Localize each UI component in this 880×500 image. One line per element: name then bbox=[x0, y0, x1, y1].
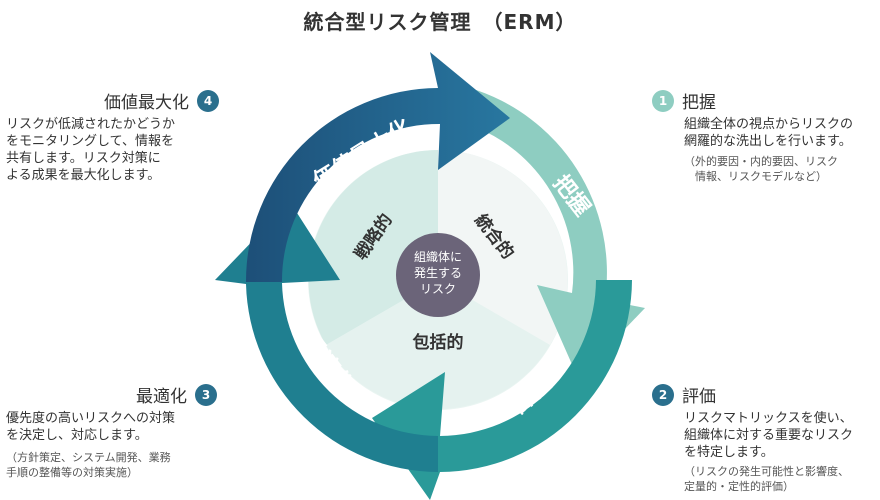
step-1-heading: 1 把握 bbox=[652, 88, 716, 113]
step-4-heading: 価値最大化 4 bbox=[104, 88, 219, 113]
step-4-title: 価値最大化 bbox=[104, 93, 189, 113]
page-title: 統合型リスク管理 （ERM） bbox=[303, 10, 577, 34]
step-2-title: 評価 bbox=[682, 387, 716, 407]
step-2-heading: 2 評価 bbox=[652, 382, 716, 407]
step-1-note: （外的要因・内的要因、リスク 情報、リスクモデルなど） bbox=[684, 155, 838, 183]
step-3-description: 優先度の高いリスクへの対策 を決定し、対応します。 bbox=[6, 411, 176, 443]
step-2-description: リスクマトリックスを使い、 組織体に対する重要なリスク を特定します。 bbox=[684, 411, 854, 460]
step-3-heading: 最適化 3 bbox=[136, 382, 217, 407]
step-1-title: 把握 bbox=[682, 93, 716, 113]
inner-label-comprehensive: 包括的 bbox=[413, 332, 464, 353]
step-3-title: 最適化 bbox=[136, 387, 187, 407]
step-4-badge: 4 bbox=[197, 89, 219, 112]
inner-sector-comprehensive bbox=[326, 280, 550, 409]
center-circle bbox=[396, 233, 480, 317]
center-label-line-3: リスク bbox=[420, 282, 456, 296]
step-4-description: リスクが低減されたかどうか をモニタリングして、情報を 共有します。リスク対策に… bbox=[6, 117, 176, 183]
step-3-badge: 3 bbox=[195, 383, 217, 406]
center-label-line-2: 発生する bbox=[414, 266, 462, 280]
arrow-maximize bbox=[245, 52, 510, 282]
step-2-badge: 2 bbox=[652, 383, 674, 406]
step-1-description: 組織全体の視点からリスクの 網羅的な洗出しを行います。 bbox=[684, 117, 854, 149]
center-label-line-1: 組織体に bbox=[414, 250, 462, 264]
step-3-note: （方針策定、システム開発、業務 手順の整備等の対策実施） bbox=[6, 451, 171, 479]
step-1-badge: 1 bbox=[652, 89, 674, 112]
step-2-note: （リスクの発生可能性と影響度、 定量的・定性的評価） bbox=[684, 465, 849, 493]
